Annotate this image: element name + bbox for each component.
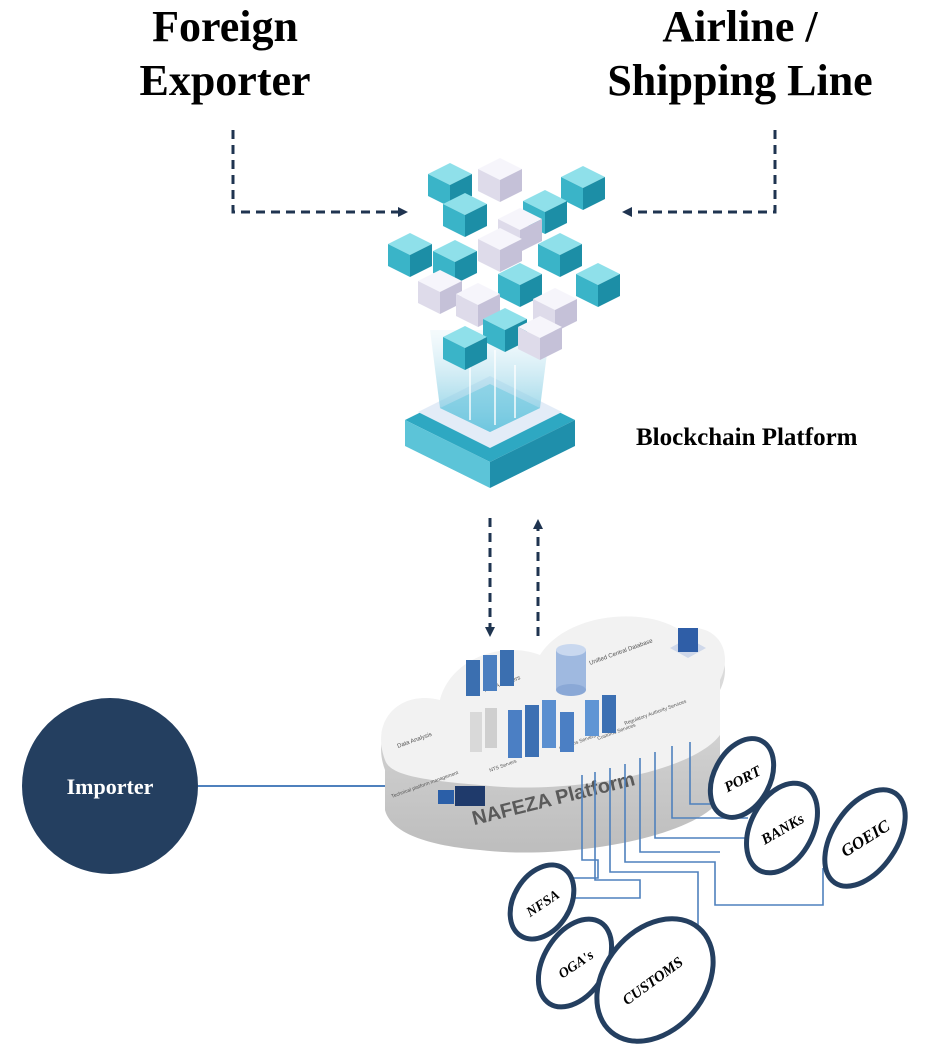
importer-label: Importer (67, 774, 154, 799)
server-icons (466, 650, 616, 758)
nafeza-cloud: NAFEZA Platform NTSA Servers Unified Cen… (381, 616, 726, 853)
stakeholder-connectors (548, 742, 824, 936)
stakeholder-port: PORT (707, 736, 777, 820)
cube (443, 326, 487, 370)
cube (478, 158, 522, 202)
monitor-icon (438, 786, 485, 806)
stakeholder-goeic: GOEIC (822, 787, 908, 889)
cube (498, 263, 542, 307)
stakeholder-customs: CUSTOMS (594, 916, 716, 1044)
airline-shipping-label: Airline / Shipping Line (607, 2, 873, 105)
cube (478, 228, 522, 272)
database-icon (556, 644, 586, 696)
cube (576, 263, 620, 307)
blockchain-platform-illustration (405, 330, 575, 488)
blockchain-cubes (388, 158, 620, 370)
cube (561, 166, 605, 210)
stakeholder-banks: BANKs (744, 780, 820, 876)
airline-to-blockchain-arrow (622, 130, 777, 217)
cube (518, 316, 562, 360)
foreign-exporter-label: Foreign Exporter (139, 2, 311, 105)
importer-node: Importer (22, 698, 198, 874)
blockchain-platform-label: Blockchain Platform (636, 424, 858, 451)
stakeholder-nfsa: NFSA (507, 862, 577, 942)
cube (388, 233, 432, 277)
exporter-to-blockchain-arrow (231, 130, 408, 217)
cube (418, 270, 462, 314)
cube (443, 193, 487, 237)
server-cube-icon (670, 628, 706, 658)
cube (428, 163, 472, 207)
cube (538, 233, 582, 277)
